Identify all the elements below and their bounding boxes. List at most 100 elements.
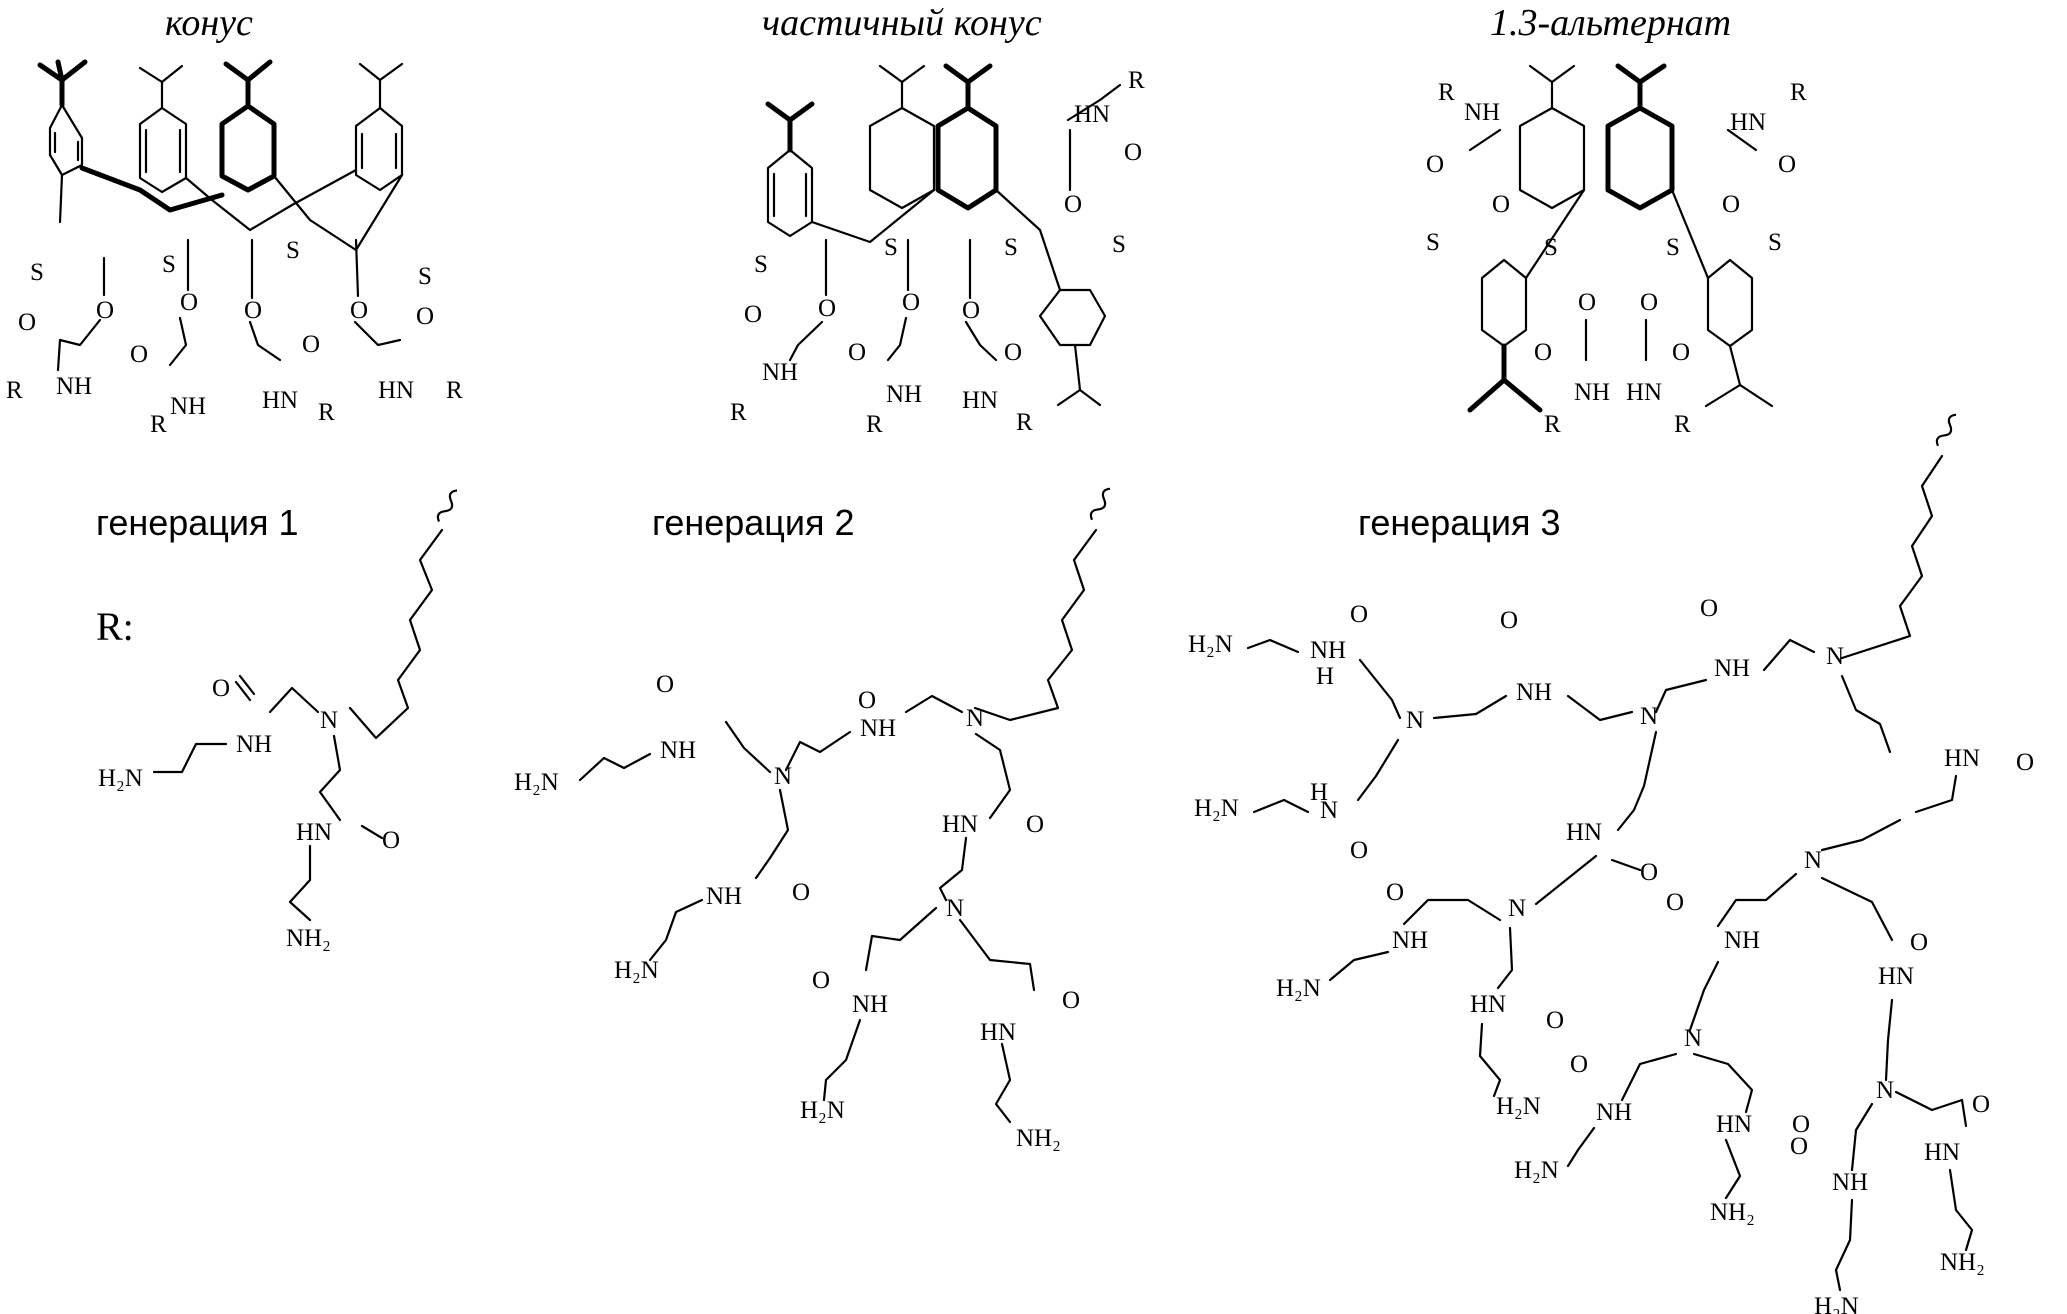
atom-hn: HN — [962, 387, 998, 414]
caption-cone: конус — [165, 2, 253, 44]
atom-o: O — [18, 309, 36, 336]
atom-s: S — [162, 251, 176, 278]
atom-o: O — [1790, 1133, 1808, 1160]
atom-r: R — [730, 399, 747, 426]
atom-nh: NH — [56, 373, 92, 400]
atom-o: O — [744, 301, 762, 328]
atom-h2n: H₂N — [1496, 1093, 1541, 1120]
atom-s: S — [418, 263, 432, 290]
atom-nh2: NH₂ — [286, 925, 331, 952]
atom-o: O — [244, 297, 262, 324]
atom-r: R — [1016, 409, 1033, 436]
atom-o: O — [96, 297, 114, 324]
atom-nh: NH — [886, 381, 922, 408]
atom-o: O — [1666, 889, 1684, 916]
atom-o: O — [416, 303, 434, 330]
atom-hn: HN — [942, 811, 978, 838]
atom-n: N — [946, 895, 964, 922]
atom-nh: NH — [1574, 379, 1610, 406]
atom-nh: NH — [852, 991, 888, 1018]
atom-s: S — [30, 259, 44, 286]
atom-o: O — [1064, 191, 1082, 218]
atom-hn: HN — [296, 819, 332, 846]
atom-o: O — [1426, 151, 1444, 178]
atom-o: O — [848, 339, 866, 366]
cone-structure: S S S S O O O O O NH R O NH R O HN R O H… — [6, 59, 463, 438]
caption-generation-1: генерация 1 — [96, 502, 299, 543]
atom-o: O — [302, 331, 320, 358]
atom-o: O — [818, 295, 836, 322]
atom-o: O — [1640, 289, 1658, 316]
atom-s: S — [884, 234, 898, 261]
atom-nh: NH — [660, 737, 696, 764]
caption-partial-cone: частичный конус — [762, 2, 1042, 44]
atom-nh2: NH₂ — [1710, 1199, 1755, 1226]
atom-s: S — [286, 237, 300, 264]
atom-n: N — [320, 707, 338, 734]
atom-n: N — [1826, 643, 1844, 670]
atom-h2n: H₂N — [514, 769, 559, 796]
atom-nh: NH — [1714, 655, 1750, 682]
atom-o: O — [792, 879, 810, 906]
atom-hn: HN — [378, 377, 414, 404]
atom-nh: NH — [706, 883, 742, 910]
atom-hn: HN — [1716, 1111, 1752, 1138]
atom-r: R — [1544, 411, 1561, 438]
atom-hn: HN — [262, 387, 298, 414]
generation-2-dendron: N O NH N O NH H₂N NH O H₂N HN O N O NH H… — [514, 487, 1111, 1152]
atom-h2n: H₂N — [1194, 795, 1239, 822]
atom-r: R — [1790, 79, 1807, 106]
atom-s: S — [1004, 234, 1018, 261]
atom-n: N — [1876, 1077, 1894, 1104]
caption-generation-3: генерация 3 — [1358, 502, 1561, 543]
atom-h: H — [1316, 663, 1334, 690]
atom-nh: NH — [236, 731, 272, 758]
atom-o: O — [382, 827, 400, 854]
atom-o: O — [1578, 289, 1596, 316]
atom-nh: NH — [1724, 927, 1760, 954]
atom-o: O — [1972, 1091, 1990, 1118]
atom-o: O — [1792, 1111, 1810, 1138]
atom-n: N — [1406, 707, 1424, 734]
partial-cone-structure: S S S S O O O O O NH R O NH R O HN R O H… — [730, 63, 1145, 438]
atom-n: N — [774, 763, 792, 790]
atom-o: O — [1570, 1051, 1588, 1078]
generation-3-dendron: N NH O N NH O N NH H O H₂N H N O H₂N HN … — [1188, 413, 2034, 1314]
atom-nh: NH — [1392, 927, 1428, 954]
atom-o: O — [1546, 1007, 1564, 1034]
atom-nh: NH — [1832, 1169, 1868, 1196]
r-label: R: — [96, 604, 134, 649]
atom-s: S — [754, 251, 768, 278]
atom-h2n: H₂N — [1188, 631, 1233, 658]
atom-r: R — [6, 377, 23, 404]
atom-o: O — [130, 341, 148, 368]
atom-hn: HN — [1924, 1139, 1960, 1166]
atom-nh: NH — [1464, 99, 1500, 126]
atom-h: H — [1310, 779, 1328, 806]
atom-o: O — [858, 687, 876, 714]
atom-nh: NH — [170, 393, 206, 420]
atom-h2n: H₂N — [800, 1097, 845, 1124]
atom-h2n: H₂N — [1276, 975, 1321, 1002]
atom-o: O — [1492, 191, 1510, 218]
atom-nh: NH — [860, 715, 896, 742]
atom-o: O — [1534, 339, 1552, 366]
atom-o: O — [1350, 837, 1368, 864]
atom-n: N — [1508, 895, 1526, 922]
atom-r: R — [318, 399, 335, 426]
atom-o: O — [212, 675, 230, 702]
atom-o: O — [1386, 879, 1404, 906]
atom-hn: HN — [1566, 819, 1602, 846]
atom-s: S — [1768, 229, 1782, 256]
atom-nh: NH — [762, 359, 798, 386]
atom-hn: HN — [1074, 101, 1110, 128]
atom-nh2: NH₂ — [1016, 1125, 1061, 1152]
atom-n: N — [1640, 703, 1658, 730]
atom-r: R — [150, 411, 167, 438]
atom-o: O — [350, 297, 368, 324]
atom-o: O — [2016, 749, 2034, 776]
atom-h2n: H₂N — [1814, 1293, 1859, 1314]
atom-hn: HN — [1944, 745, 1980, 772]
atom-o: O — [1672, 339, 1690, 366]
atom-o: O — [1778, 151, 1796, 178]
